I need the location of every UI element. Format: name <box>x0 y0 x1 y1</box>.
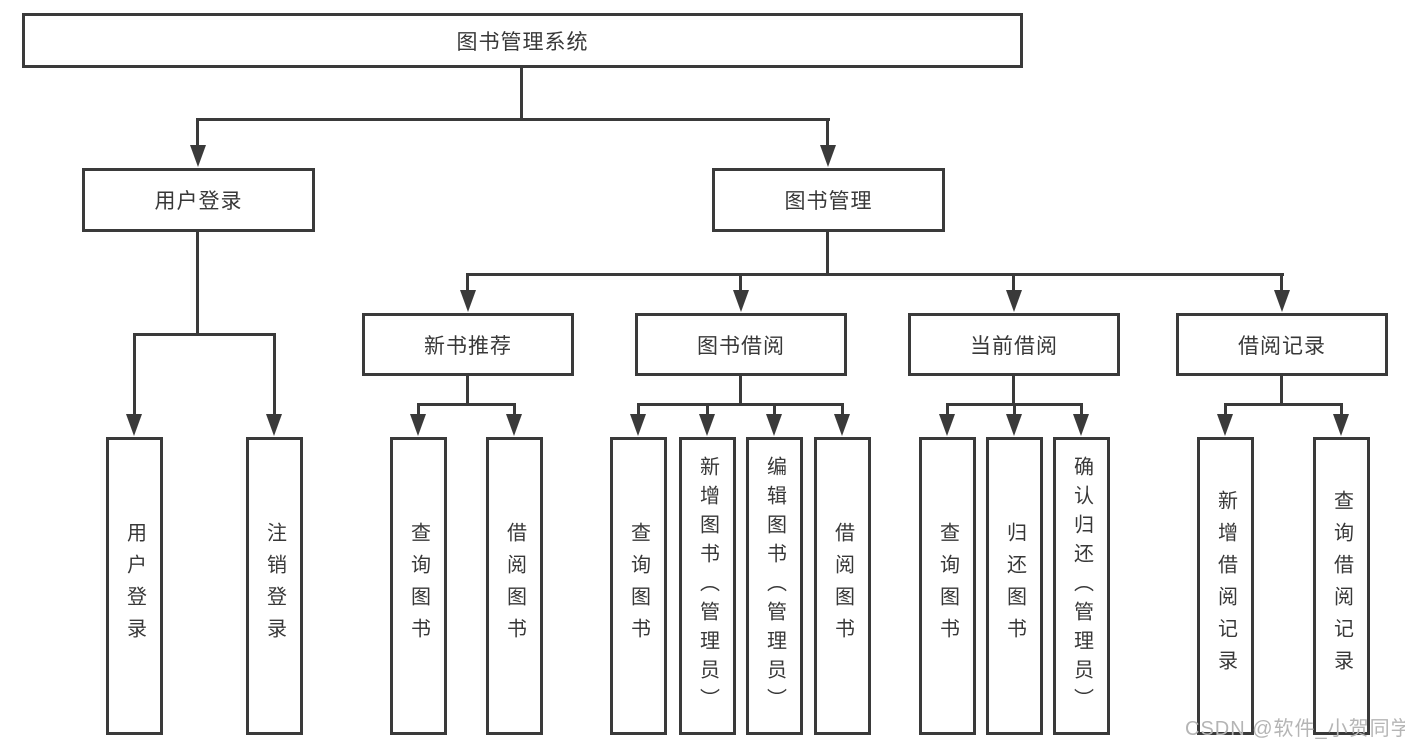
arrow-leaf-logout <box>266 414 282 436</box>
arrow-query-book-2 <box>630 414 646 436</box>
node-root-label: 图书管理系统 <box>456 30 589 54</box>
arrow-return-book <box>1006 414 1022 436</box>
arrow-borrow-book-2 <box>834 414 850 436</box>
connector-level2-hline <box>196 118 830 121</box>
node-leaf-query-book-1-label: 查询图书 <box>407 522 430 650</box>
node-borrow-records-label: 借阅记录 <box>1238 334 1326 358</box>
node-leaf-logout-label: 注销登录 <box>263 522 286 650</box>
node-leaf-confirm-return-admin-label: 确认归还（管理员） <box>1070 455 1093 717</box>
arrow-query-book-3 <box>939 414 955 436</box>
connector-drop-query-book-1 <box>417 403 420 417</box>
node-leaf-logout: 注销登录 <box>246 437 303 735</box>
connector-new-book-rec-hline <box>417 403 516 406</box>
arrow-add-book <box>699 414 715 436</box>
node-leaf-borrow-book-2: 借阅图书 <box>814 437 871 735</box>
node-leaf-add-borrow-record: 新增借阅记录 <box>1197 437 1254 735</box>
arrow-confirm-return <box>1073 414 1089 436</box>
node-leaf-query-book-1: 查询图书 <box>390 437 447 735</box>
node-leaf-borrow-book-1-label: 借阅图书 <box>503 522 526 650</box>
node-root: 图书管理系统 <box>22 13 1023 68</box>
node-leaf-query-book-2-label: 查询图书 <box>627 522 650 650</box>
node-leaf-edit-book-admin: 编辑图书（管理员） <box>746 437 803 735</box>
node-leaf-query-book-3-label: 查询图书 <box>936 522 959 650</box>
node-user-login-label: 用户登录 <box>154 190 243 213</box>
connector-drop-add-borrow-record <box>1224 403 1227 417</box>
connector-borrow-records-stub <box>1280 375 1283 406</box>
connector-drop-confirm-return <box>1080 403 1083 417</box>
node-leaf-query-book-2: 查询图书 <box>610 437 667 735</box>
node-leaf-add-book-admin: 新增图书（管理员） <box>679 437 736 735</box>
arrow-current-borrow <box>1006 290 1022 312</box>
node-current-borrow: 当前借阅 <box>908 313 1120 376</box>
connector-drop-leaf-user-login <box>133 333 136 415</box>
arrow-query-borrow-record <box>1333 414 1349 436</box>
node-leaf-user-login: 用户登录 <box>106 437 163 735</box>
node-leaf-add-borrow-record-label: 新增借阅记录 <box>1214 490 1237 682</box>
arrow-edit-book <box>766 414 782 436</box>
node-book-borrow-label: 图书借阅 <box>697 334 785 358</box>
watermark: CSDN @软件_小贺同学 <box>1185 718 1405 740</box>
node-book-mgmt-label: 图书管理 <box>784 190 873 213</box>
arrow-borrow-book-1 <box>506 414 522 436</box>
connector-book-borrow-hline <box>637 403 844 406</box>
connector-drop-query-book-2 <box>637 403 640 417</box>
arrow-query-book-1 <box>410 414 426 436</box>
arrow-new-book-rec <box>460 290 476 312</box>
connector-drop-edit-book <box>773 403 776 417</box>
arrow-user-login <box>190 145 206 167</box>
arrow-add-borrow-record <box>1217 414 1233 436</box>
connector-drop-borrow-records <box>1280 273 1283 297</box>
connector-root-stub <box>520 68 523 121</box>
arrow-book-mgmt <box>820 145 836 167</box>
connector-book-borrow-stub <box>739 375 742 406</box>
connector-drop-add-book <box>706 403 709 417</box>
connector-borrow-records-hline <box>1224 403 1343 406</box>
node-leaf-query-book-3: 查询图书 <box>919 437 976 735</box>
node-leaf-query-borrow-record: 查询借阅记录 <box>1313 437 1370 735</box>
connector-user-login-stub <box>196 232 199 336</box>
connector-drop-new-book-rec <box>466 273 469 297</box>
arrow-book-borrow <box>733 290 749 312</box>
node-borrow-records: 借阅记录 <box>1176 313 1388 376</box>
connector-drop-book-mgmt <box>826 118 829 148</box>
arrow-borrow-records <box>1274 290 1290 312</box>
connector-level3-hline <box>466 273 1284 276</box>
connector-drop-current-borrow <box>1012 273 1015 297</box>
connector-drop-return-book <box>1013 403 1016 417</box>
node-leaf-return-book-label: 归还图书 <box>1003 522 1026 650</box>
node-current-borrow-label: 当前借阅 <box>970 334 1058 358</box>
node-leaf-user-login-label: 用户登录 <box>123 522 146 650</box>
node-book-borrow: 图书借阅 <box>635 313 847 376</box>
connector-book-mgmt-stub <box>826 232 829 276</box>
connector-drop-query-book-3 <box>946 403 949 417</box>
node-leaf-return-book: 归还图书 <box>986 437 1043 735</box>
connector-new-book-rec-stub <box>466 375 469 406</box>
node-leaf-edit-book-admin-label: 编辑图书（管理员） <box>763 455 786 717</box>
connector-drop-borrow-book-2 <box>841 403 844 417</box>
arrow-leaf-user-login <box>126 414 142 436</box>
node-leaf-confirm-return-admin: 确认归还（管理员） <box>1053 437 1110 735</box>
node-leaf-borrow-book-1: 借阅图书 <box>486 437 543 735</box>
connector-user-login-hline <box>133 333 276 336</box>
connector-drop-book-borrow <box>739 273 742 297</box>
node-leaf-borrow-book-2-label: 借阅图书 <box>831 522 854 650</box>
node-leaf-query-borrow-record-label: 查询借阅记录 <box>1330 490 1353 682</box>
connector-drop-leaf-logout <box>273 333 276 415</box>
node-leaf-add-book-admin-label: 新增图书（管理员） <box>696 455 719 717</box>
node-new-book-rec-label: 新书推荐 <box>424 334 512 358</box>
node-user-login: 用户登录 <box>82 168 315 232</box>
connector-drop-query-borrow-record <box>1340 403 1343 417</box>
connector-drop-user-login <box>196 118 199 148</box>
connector-current-borrow-stub <box>1012 375 1015 406</box>
node-book-mgmt: 图书管理 <box>712 168 945 232</box>
node-new-book-rec: 新书推荐 <box>362 313 574 376</box>
connector-drop-borrow-book-1 <box>513 403 516 417</box>
